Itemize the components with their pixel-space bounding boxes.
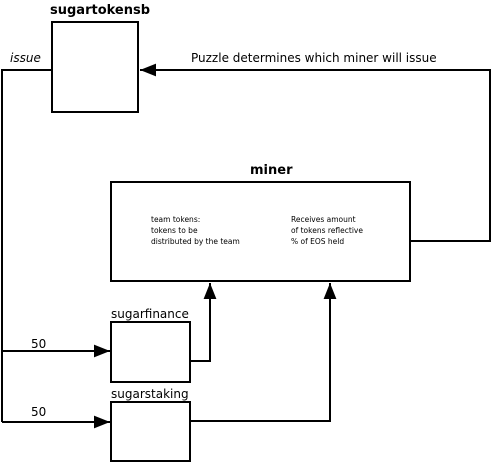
staking-amount-label: 50	[31, 405, 46, 419]
issue-label: issue	[10, 51, 41, 65]
sugarfinance-box	[110, 321, 191, 383]
miner-right-line-2: of tokens reflective	[291, 226, 363, 235]
edge-puzzle	[140, 63, 491, 242]
sugarfinance-label: sugarfinance	[111, 307, 189, 321]
sugarstaking-label: sugarstaking	[111, 387, 189, 401]
miner-left-line-2: tokens to be	[151, 226, 198, 235]
edge-finance-to-miner	[190, 283, 217, 362]
sugartokensb-label: sugartokensb	[50, 3, 150, 18]
miner-left-line-1: team tokens:	[151, 215, 200, 224]
puzzle-label: Puzzle determines which miner will issue	[191, 51, 437, 65]
miner-left-line-3: distributed by the team	[151, 237, 240, 246]
sugartokensb-box	[51, 21, 139, 113]
edge-staking-to-miner	[190, 283, 337, 422]
miner-label: miner	[250, 163, 293, 178]
finance-amount-label: 50	[31, 337, 46, 351]
sugarstaking-box	[110, 401, 191, 462]
miner-right-line-3: % of EOS held	[291, 237, 344, 246]
miner-right-line-1: Receives amount	[291, 215, 356, 224]
miner-box	[110, 181, 411, 282]
edge-issue-trunk	[1, 69, 52, 422]
